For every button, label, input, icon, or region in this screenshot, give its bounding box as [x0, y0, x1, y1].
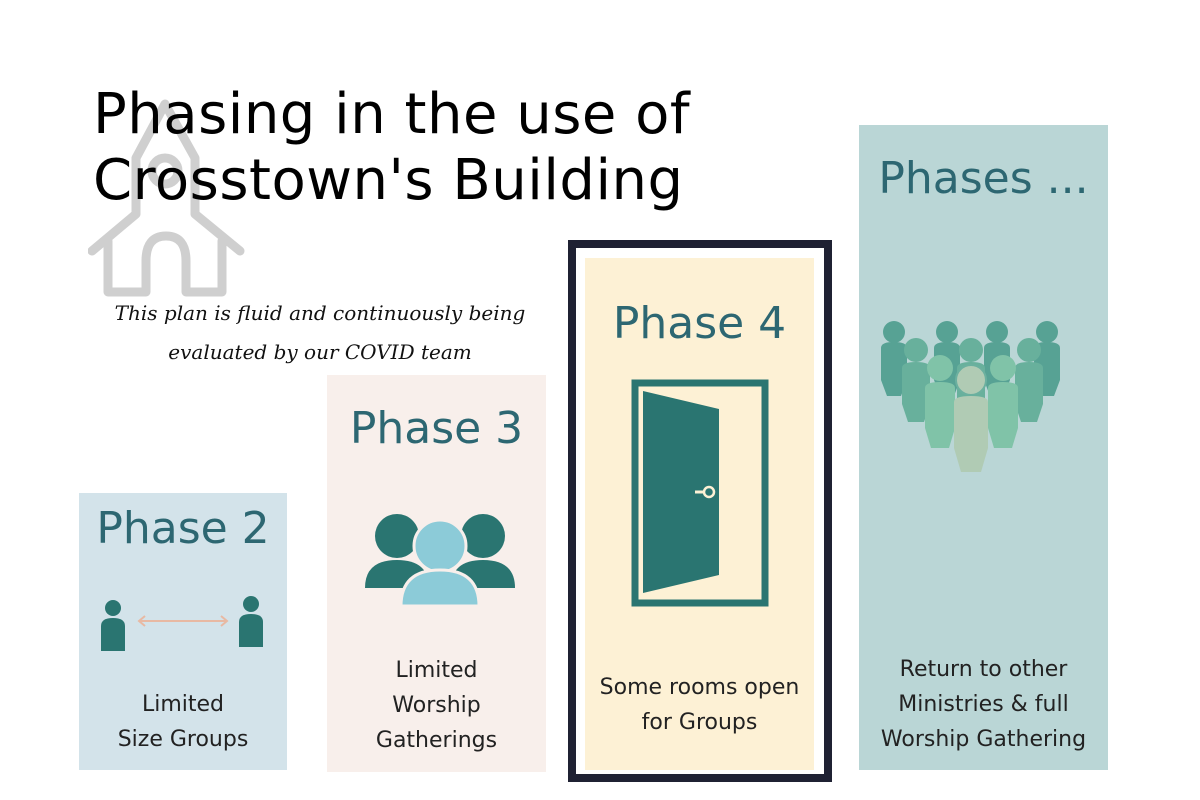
open-door-icon	[631, 379, 769, 607]
subtitle-line-2: evaluated by our COVID team	[168, 340, 472, 364]
title-line-2: Crosstown's Building	[93, 148, 684, 213]
future-phases-card: Phases ... Return to other	[859, 125, 1108, 770]
phase-heading: Phase 4	[612, 298, 787, 349]
phase-description-line: Size Groups	[117, 727, 249, 752]
phase-2-card: Phase 2 Limited Size Groups	[79, 493, 287, 770]
phase-description-line: for Groups	[641, 710, 758, 735]
church-icon	[88, 99, 245, 297]
page-title: Phasing in the use of Crosstown's Buildi…	[93, 82, 690, 214]
subtitle: This plan is fluid and continuously bein…	[100, 294, 540, 372]
highlight-frame	[568, 240, 832, 782]
phase-description-line: Return to other	[899, 657, 1068, 682]
group-icon	[365, 514, 515, 606]
phase-description-line: Worship Gathering	[880, 727, 1087, 752]
phase-description-line: Limited	[395, 658, 478, 683]
phase-3-card: Phase 3 Limited Worship Gatherings	[327, 375, 546, 772]
distanced-people-icon	[101, 596, 263, 651]
phase-heading: Phase 2	[96, 503, 270, 554]
phase-description-line: Gatherings	[375, 728, 498, 753]
phase-heading: Phases ...	[878, 153, 1089, 204]
phase-4-card: Phase 4 Some rooms open for Groups	[585, 258, 814, 770]
phase-description-line: Limited	[141, 692, 225, 717]
title-line-1: Phasing in the use of	[93, 82, 691, 147]
phase-heading: Phase 3	[349, 403, 524, 454]
subtitle-line-1: This plan is fluid and continuously bein…	[114, 301, 526, 325]
phase-description-line: Worship	[392, 693, 481, 718]
phase-description-line: Ministries & full	[898, 692, 1069, 717]
crowd-icon	[881, 321, 1060, 472]
phase-description-line: Some rooms open	[599, 675, 800, 700]
